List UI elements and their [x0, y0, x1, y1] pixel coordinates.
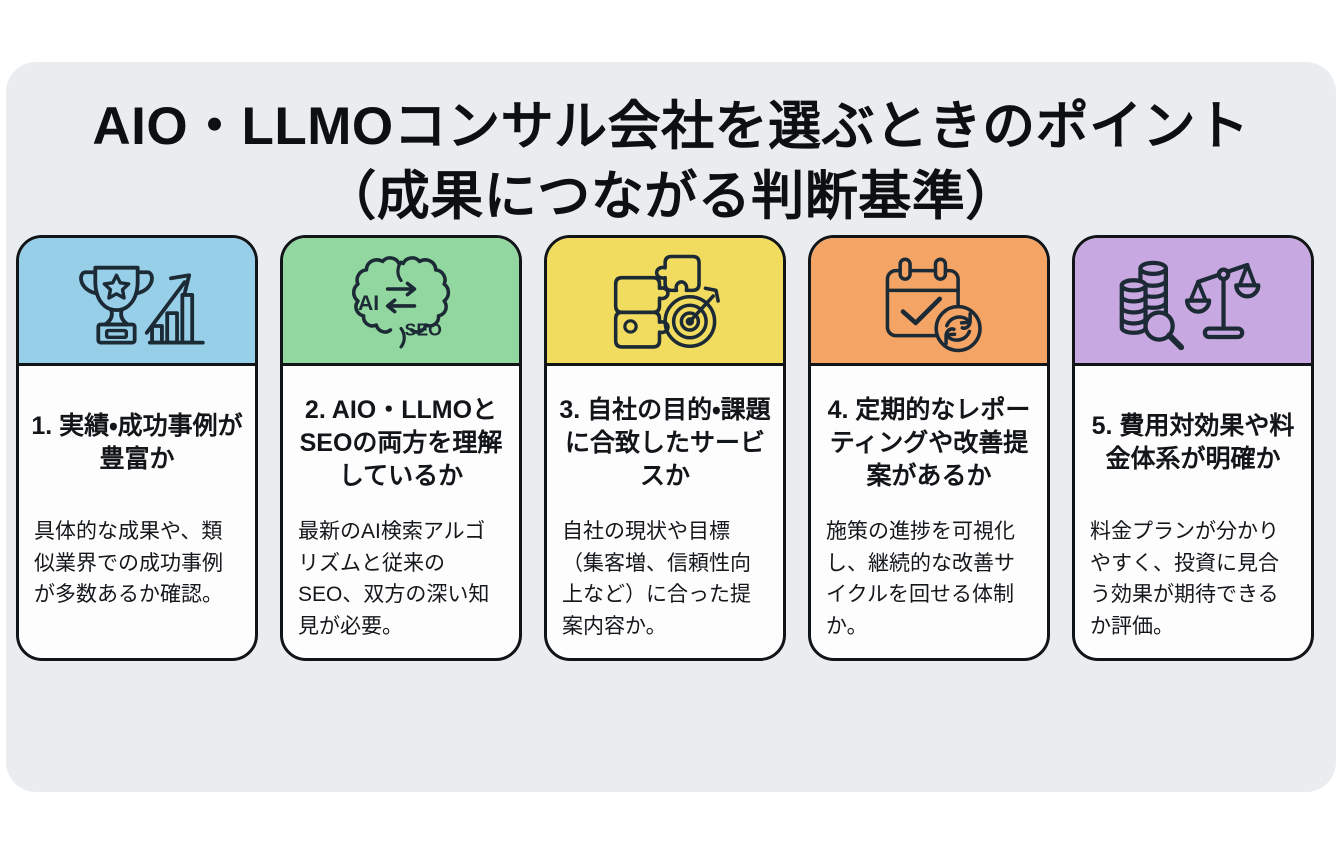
- card2-header: AI SEO: [283, 238, 519, 366]
- card1-description: 具体的な成果や、類似業界での成功事例が多数あるか確認。: [34, 520, 223, 606]
- card-service-fit: 3. 自社の目的・課題に合致したサービスか 自社の現状や目標（集客増、信頼性向上…: [544, 235, 786, 661]
- card3-description: 自社の現状や目標（集客増、信頼性向上など）に合った提案内容か。: [562, 520, 751, 638]
- card2-title: 2. AIO・LLMOとSEOの両方を理解しているか: [299, 395, 503, 490]
- calendar-refresh-icon: [862, 248, 996, 354]
- card-reporting: 4. 定期的なレポーティングや改善提案があるか 施策の進捗を可視化し、継続的な改…: [808, 235, 1050, 661]
- card5-title: 5. 費用対効果や料金体系が明確か: [1091, 412, 1295, 473]
- coins-scale-icon: [1115, 248, 1272, 354]
- card3-header: [547, 238, 783, 366]
- card5-description: 料金プランが分かりやすく、投資に見合う効果が期待できるか評価。: [1090, 520, 1279, 638]
- card-cost-effectiveness: 5. 費用対効果や料金体系が明確か 料金プランが分かりやすく、投資に見合う効果が…: [1072, 235, 1314, 661]
- page-title: AIO・LLMOコンサル会社を選ぶときのポイント （成果につながる判断基準）: [6, 62, 1336, 233]
- card2-description: 最新のAI検索アルゴリズムと従来のSEO、双方の深い知見が必要。: [298, 520, 490, 638]
- card5-header: [1075, 238, 1311, 366]
- svg-text:SEO: SEO: [405, 319, 442, 339]
- page-title-line1: AIO・LLMOコンサル会社を選ぶときのポイント: [92, 97, 1250, 156]
- ai-seo-brain-icon: AI SEO: [341, 248, 461, 354]
- card-track-record: 1. 実績・成功事例が豊富か 具体的な成果や、類似業界での成功事例が多数あるか確…: [16, 235, 258, 661]
- puzzle-target-icon: [598, 248, 732, 354]
- trophy-growth-icon: [65, 248, 209, 354]
- card1-header: [19, 238, 255, 366]
- page-subtitle: （成果につながる判断基準）: [323, 167, 1019, 227]
- cards-row: 1. 実績・成功事例が豊富か 具体的な成果や、類似業界での成功事例が多数あるか確…: [16, 235, 1314, 661]
- card4-title: 4. 定期的なレポーティングや改善提案があるか: [827, 395, 1031, 490]
- card-aio-seo-knowledge: AI SEO 2. AIO・LLMOとSEOの両方を理解しているか 最新のAI検…: [280, 235, 522, 661]
- card3-title: 3. 自社の目的・課題に合致したサービスか: [559, 395, 771, 490]
- card1-title: 1. 実績・成功事例が豊富か: [31, 412, 243, 473]
- card4-description: 施策の進捗を可視化し、継続的な改善サイクルを回せる体制か。: [826, 520, 1015, 638]
- card4-header: [811, 238, 1047, 366]
- svg-text:AI: AI: [358, 292, 379, 315]
